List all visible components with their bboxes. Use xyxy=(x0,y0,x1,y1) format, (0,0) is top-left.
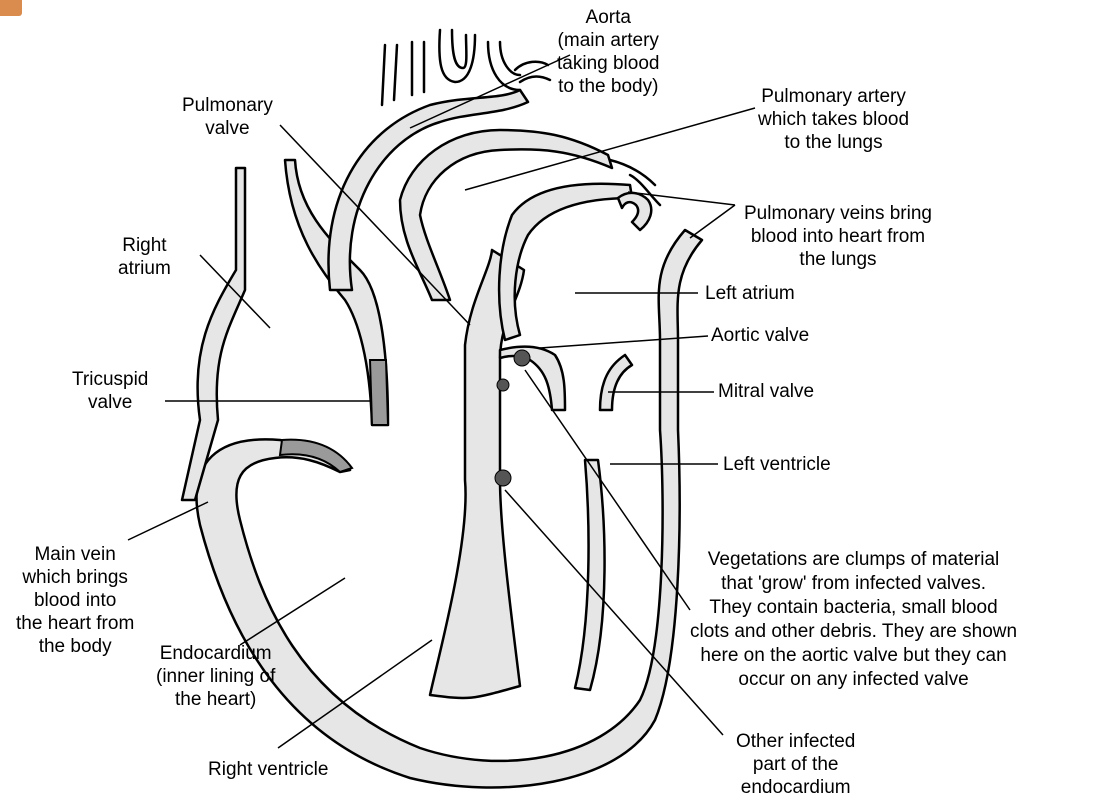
vegetation-2 xyxy=(497,379,509,391)
label-main-vein: Main vein which brings blood into the he… xyxy=(16,543,134,658)
vessel-arch-top xyxy=(515,62,548,70)
label-other-infected: Other infected part of the endocardium xyxy=(736,730,855,799)
vessel-u-1b xyxy=(452,30,466,68)
vessel-u-2b xyxy=(500,42,520,75)
mitral-flap xyxy=(600,355,632,410)
label-endocardium: Endocardium (inner lining of the heart) xyxy=(156,642,275,711)
vessel-branch-1 xyxy=(382,45,385,105)
pulmonary-vein-pipe xyxy=(618,193,651,230)
label-pulmonary-artery: Pulmonary artery which takes blood to th… xyxy=(758,85,909,154)
vessel-branch-1b xyxy=(394,45,397,100)
leader-aortic-valve xyxy=(540,336,708,348)
leader-pulmonary-veins-2 xyxy=(690,205,735,238)
vein-top-b xyxy=(610,160,655,185)
label-aortic-valve: Aortic valve xyxy=(711,324,809,347)
vessel-u-2 xyxy=(488,42,520,90)
left-ventricle-tail xyxy=(575,460,605,690)
vegetation-3 xyxy=(495,470,511,486)
label-tricuspid-valve: Tricuspid valve xyxy=(72,368,148,414)
vessel-arch-top-b xyxy=(520,76,550,82)
label-right-atrium: Right atrium xyxy=(118,234,171,280)
aortic-valve-flap xyxy=(500,347,565,410)
vessel-u-1 xyxy=(439,30,475,82)
pulmonary-channel xyxy=(499,184,632,340)
label-pulmonary-valve: Pulmonary valve xyxy=(182,94,273,140)
tricuspid-valve-dark xyxy=(370,360,388,425)
label-left-ventricle: Left ventricle xyxy=(723,453,831,476)
leader-main-vein xyxy=(128,502,208,540)
label-right-ventricle: Right ventricle xyxy=(208,758,328,781)
vegetation-1 xyxy=(514,350,530,366)
label-mitral-valve: Mitral valve xyxy=(718,380,814,403)
label-vegetations: Vegetations are clumps of material that … xyxy=(690,548,1017,692)
label-aorta: Aorta (main artery taking blood to the b… xyxy=(557,6,659,98)
label-pulmonary-veins: Pulmonary veins bring blood into heart f… xyxy=(744,202,932,271)
label-left-atrium: Left atrium xyxy=(705,282,795,305)
leader-aorta xyxy=(410,55,570,128)
